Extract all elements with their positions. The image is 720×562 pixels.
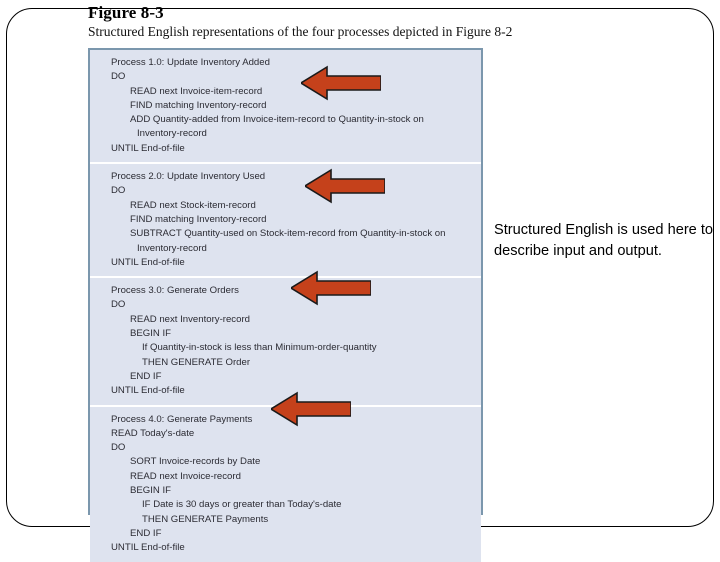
process-2-line: SUBTRACT Quantity-used on Stock-item-rec… [130,228,446,240]
process-3-line: THEN GENERATE Order [142,356,251,368]
process-2-line: READ next Stock-item-record [130,199,256,211]
process-4-line: UNTIL End-of-file [111,542,185,554]
process-4-line: BEGIN IF [130,485,172,497]
process-1-line: Process 1.0: Update Inventory Added [111,57,270,68]
process-1-line: ADD Quantity-added from Invoice-item-rec… [130,114,424,126]
process-2-line: Inventory-record [137,242,207,254]
process-3-line: READ next Inventory-record [130,313,250,325]
process-1-line: FIND matching Inventory-record [130,99,267,111]
process-3-line: If Quantity-in-stock is less than Minimu… [142,342,377,354]
process-1-line: UNTIL End-of-file [111,142,185,154]
process-3-line: BEGIN IF [130,328,172,340]
process-4-line: DO [111,442,126,454]
process-4-line: END IF [130,527,162,539]
process-2-line: DO [111,185,126,197]
figure-subtitle: Structured English representations of th… [88,24,513,39]
process-3-line: UNTIL End-of-file [111,385,185,397]
figure-title: Figure 8-3 [88,3,164,22]
process-4-line: SORT Invoice-records by Date [130,456,261,468]
annotation-text: Structured English is used here to descr… [494,222,714,259]
process-1-line: READ next Invoice-item-record [130,85,263,97]
process-4-line: READ next Invoice-record [130,470,241,482]
process-2-line: FIND matching Inventory-record [130,213,267,225]
process-3-line: DO [111,299,126,311]
process-4-line: THEN GENERATE Payments [142,513,269,525]
process-3-line: Process 3.0: Generate Orders [111,285,239,297]
figure-caption: Figure 8-3 Structured English representa… [88,3,688,40]
process-4-line: IF Date is 30 days or greater than Today… [142,499,342,511]
process-1-line: DO [111,71,126,83]
process-2-line: Process 2.0: Update Inventory Used [111,171,266,183]
process-4-line: Process 4.0: Generate Payments [111,413,253,425]
process-1-line: Inventory-record [137,128,207,140]
process-4-line: READ Today's-date [111,427,195,439]
process-2-line: UNTIL End-of-file [111,256,185,268]
process-3-line: END IF [130,370,162,382]
